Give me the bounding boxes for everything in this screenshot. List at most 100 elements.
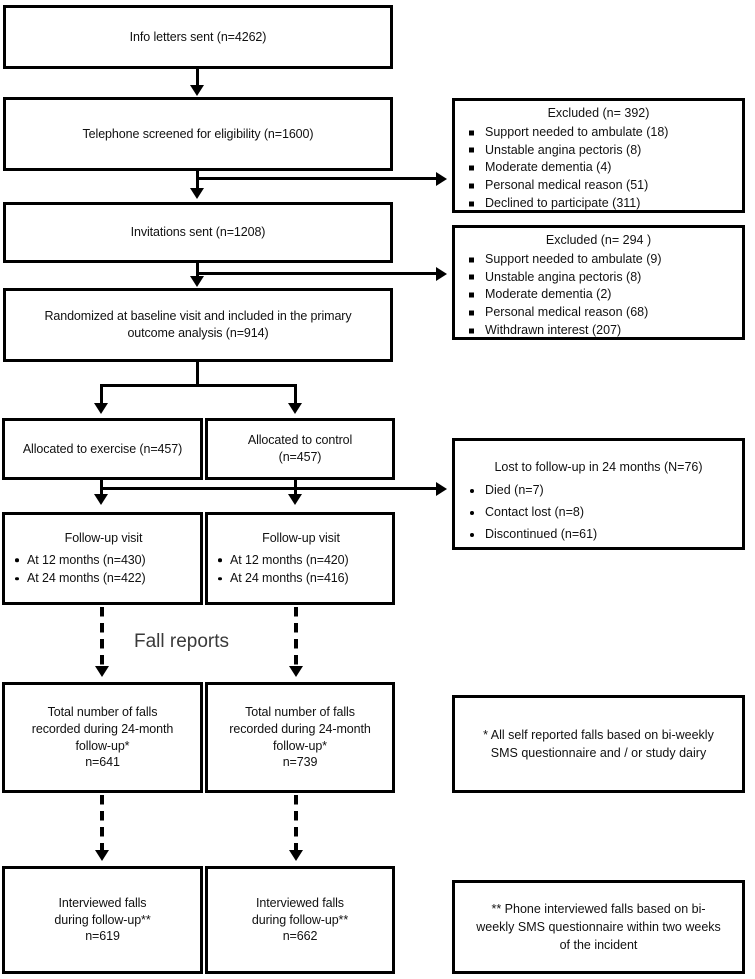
connector-split-left [100,384,103,406]
box-total-falls-control-line2: recorded during 24-month [229,721,371,736]
box-lost-to-followup: Lost to follow-up in 24 months (N=76) Di… [452,438,745,550]
box-interviewed-falls-exercise: Interviewed falls during follow-up** n=6… [2,866,203,974]
box-telephone-screened-line1: Telephone screened for eligibility (n=16… [82,126,314,141]
box-allocated-control-line1: Allocated to control [247,433,353,448]
box-total-falls-exercise: Total number of falls recorded during 24… [2,682,203,793]
arrowhead-exercise-falls [95,666,109,677]
arrowhead-invitations-to-randomized [190,276,204,287]
box-total-falls-exercise-line4: n=641 [85,755,120,770]
dashed-connector-exercise-interviewed [100,795,104,853]
arrowhead-telephone-to-excluded1 [436,172,447,186]
arrowhead-exercise-to-followup [94,494,108,505]
footnote-single-asterisk-line2: SMS questionnaire and / or study dairy [490,746,707,760]
box-allocated-exercise: Allocated to exercise (n=457) [2,418,203,480]
list-item: Contact lost (n=8) [463,502,734,524]
box-telephone-screened: Telephone screened for eligibility (n=16… [3,97,393,171]
connector-randomized-split [100,384,297,387]
box-lost-to-followup-header: Lost to follow-up in 24 months (N=76) [494,460,703,474]
box-interviewed-falls-control-line3: n=662 [282,929,318,944]
box-randomized-line2: outcome analysis (n=914) [127,326,269,340]
arrowhead-arms-to-lost-followup [436,482,447,496]
box-total-falls-exercise-line3: follow-up* [75,738,130,753]
list-item: Moderate dementia (4) [463,159,734,177]
box-total-falls-control-line3: follow-up* [273,738,327,753]
section-label-fall-reports: Fall reports [134,631,230,652]
list-item: Unstable angina pectoris (8) [463,142,734,160]
list-item: At 24 months (n=416) [216,570,349,587]
box-excluded-294-header: Excluded (n= 294 ) [545,233,652,247]
box-interviewed-falls-exercise-line2: during follow-up** [54,912,151,927]
footnote-single-asterisk-text: * All self reported falls based on bi-we… [483,726,714,762]
box-total-falls-control: Total number of falls recorded during 24… [205,682,395,793]
box-footnote-single-asterisk: * All self reported falls based on bi-we… [452,695,745,793]
box-randomized: Randomized at baseline visit and include… [3,288,393,362]
footnote-double-asterisk-line3: of the incident [559,938,638,953]
list-item: Personal medical reason (68) [463,304,734,322]
list-item: Support needed to ambulate (18) [463,124,734,142]
box-footnote-double-asterisk: ** Phone interviewed falls based on bi- … [452,880,745,974]
box-allocated-control: Allocated to control (n=457) [205,418,395,480]
box-total-falls-control-line1: Total number of falls [245,704,355,719]
list-item: Died (n=7) [463,480,734,502]
box-excluded-392-header: Excluded (n= 392) [547,106,650,120]
list-item: Moderate dementia (2) [463,286,734,304]
box-interviewed-falls-exercise-line3: n=619 [85,929,120,944]
dashed-connector-control-interviewed [294,795,298,853]
box-info-letters-line1: Info letters sent (n=4262) [129,29,267,44]
box-randomized-line1: Randomized at baseline visit and include… [44,309,352,324]
arrowhead-telephone-to-invitations [190,188,204,199]
connector-split-right [294,384,297,406]
footnote-single-asterisk-line1: * All self reported falls based on bi-we… [483,727,714,742]
footnote-double-asterisk-line1: ** Phone interviewed falls based on bi- [491,901,706,916]
dashed-connector-control-falls [294,607,298,669]
list-item: Personal medical reason (51) [463,177,734,195]
box-followup-exercise-list: At 12 months (n=430) At 24 months (n=422… [13,550,146,588]
arrowhead-info-to-telephone [190,85,204,96]
list-item: Declined to participate (311) [463,195,734,213]
box-followup-control: Follow-up visit At 12 months (n=420) At … [205,512,395,605]
box-total-falls-exercise-line1: Total number of falls [47,704,158,719]
box-interviewed-falls-control-line1: Interviewed falls [256,895,344,910]
arrowhead-invitations-to-excluded2 [436,267,447,281]
box-interviewed-falls-exercise-line1: Interviewed falls [58,895,147,910]
arrowhead-exercise-interviewed [95,850,109,861]
box-excluded-392: Excluded (n= 392) Support needed to ambu… [452,98,745,213]
box-excluded-294-list: Support needed to ambulate (9) Unstable … [463,251,734,340]
connector-telephone-to-invitations [196,171,199,191]
box-lost-to-followup-list: Died (n=7) Contact lost (n=8) Discontinu… [463,480,734,546]
box-followup-exercise-title: Follow-up visit [64,530,143,545]
box-excluded-392-list: Support needed to ambulate (18) Unstable… [463,124,734,213]
connector-info-to-telephone [196,69,199,87]
box-invitations-sent: Invitations sent (n=1208) [3,202,393,263]
arrowhead-control-interviewed [289,850,303,861]
footnote-double-asterisk-text: ** Phone interviewed falls based on bi- … [476,900,721,954]
box-interviewed-falls-control-line2: during follow-up** [251,912,349,927]
list-item: Withdrawn interest (207) [463,322,734,340]
list-item: Support needed to ambulate (9) [463,251,734,269]
box-invitations-sent-line1: Invitations sent (n=1208) [130,225,266,240]
box-followup-control-list: At 12 months (n=420) At 24 months (n=416… [216,550,349,588]
arrowhead-control-to-followup [288,494,302,505]
arrowhead-control-falls [289,666,303,677]
box-followup-control-title: Follow-up visit [262,530,340,545]
branch-invitations-to-excluded2 [196,272,438,275]
list-item: Unstable angina pectoris (8) [463,269,734,287]
dashed-connector-exercise-falls [100,607,104,669]
arrowhead-split-left [94,403,108,414]
box-followup-exercise: Follow-up visit At 12 months (n=430) At … [2,512,203,605]
branch-telephone-to-excluded1 [196,177,438,180]
list-item: Discontinued (n=61) [463,524,734,546]
box-total-falls-control-line4: n=739 [282,755,318,770]
branch-arms-to-lost-followup [100,487,438,490]
footnote-double-asterisk-line2: weekly SMS questionnaire within two week… [476,919,721,934]
list-item: At 12 months (n=420) [216,552,349,569]
arrowhead-split-right [288,403,302,414]
list-item: At 12 months (n=430) [13,552,146,569]
box-total-falls-exercise-line2: recorded during 24-month [31,721,174,736]
box-interviewed-falls-control: Interviewed falls during follow-up** n=6… [205,866,395,974]
list-item: At 24 months (n=422) [13,570,146,587]
box-excluded-294: Excluded (n= 294 ) Support needed to amb… [452,225,745,340]
box-info-letters: Info letters sent (n=4262) [3,5,393,69]
box-allocated-exercise-line1: Allocated to exercise (n=457) [22,441,183,456]
